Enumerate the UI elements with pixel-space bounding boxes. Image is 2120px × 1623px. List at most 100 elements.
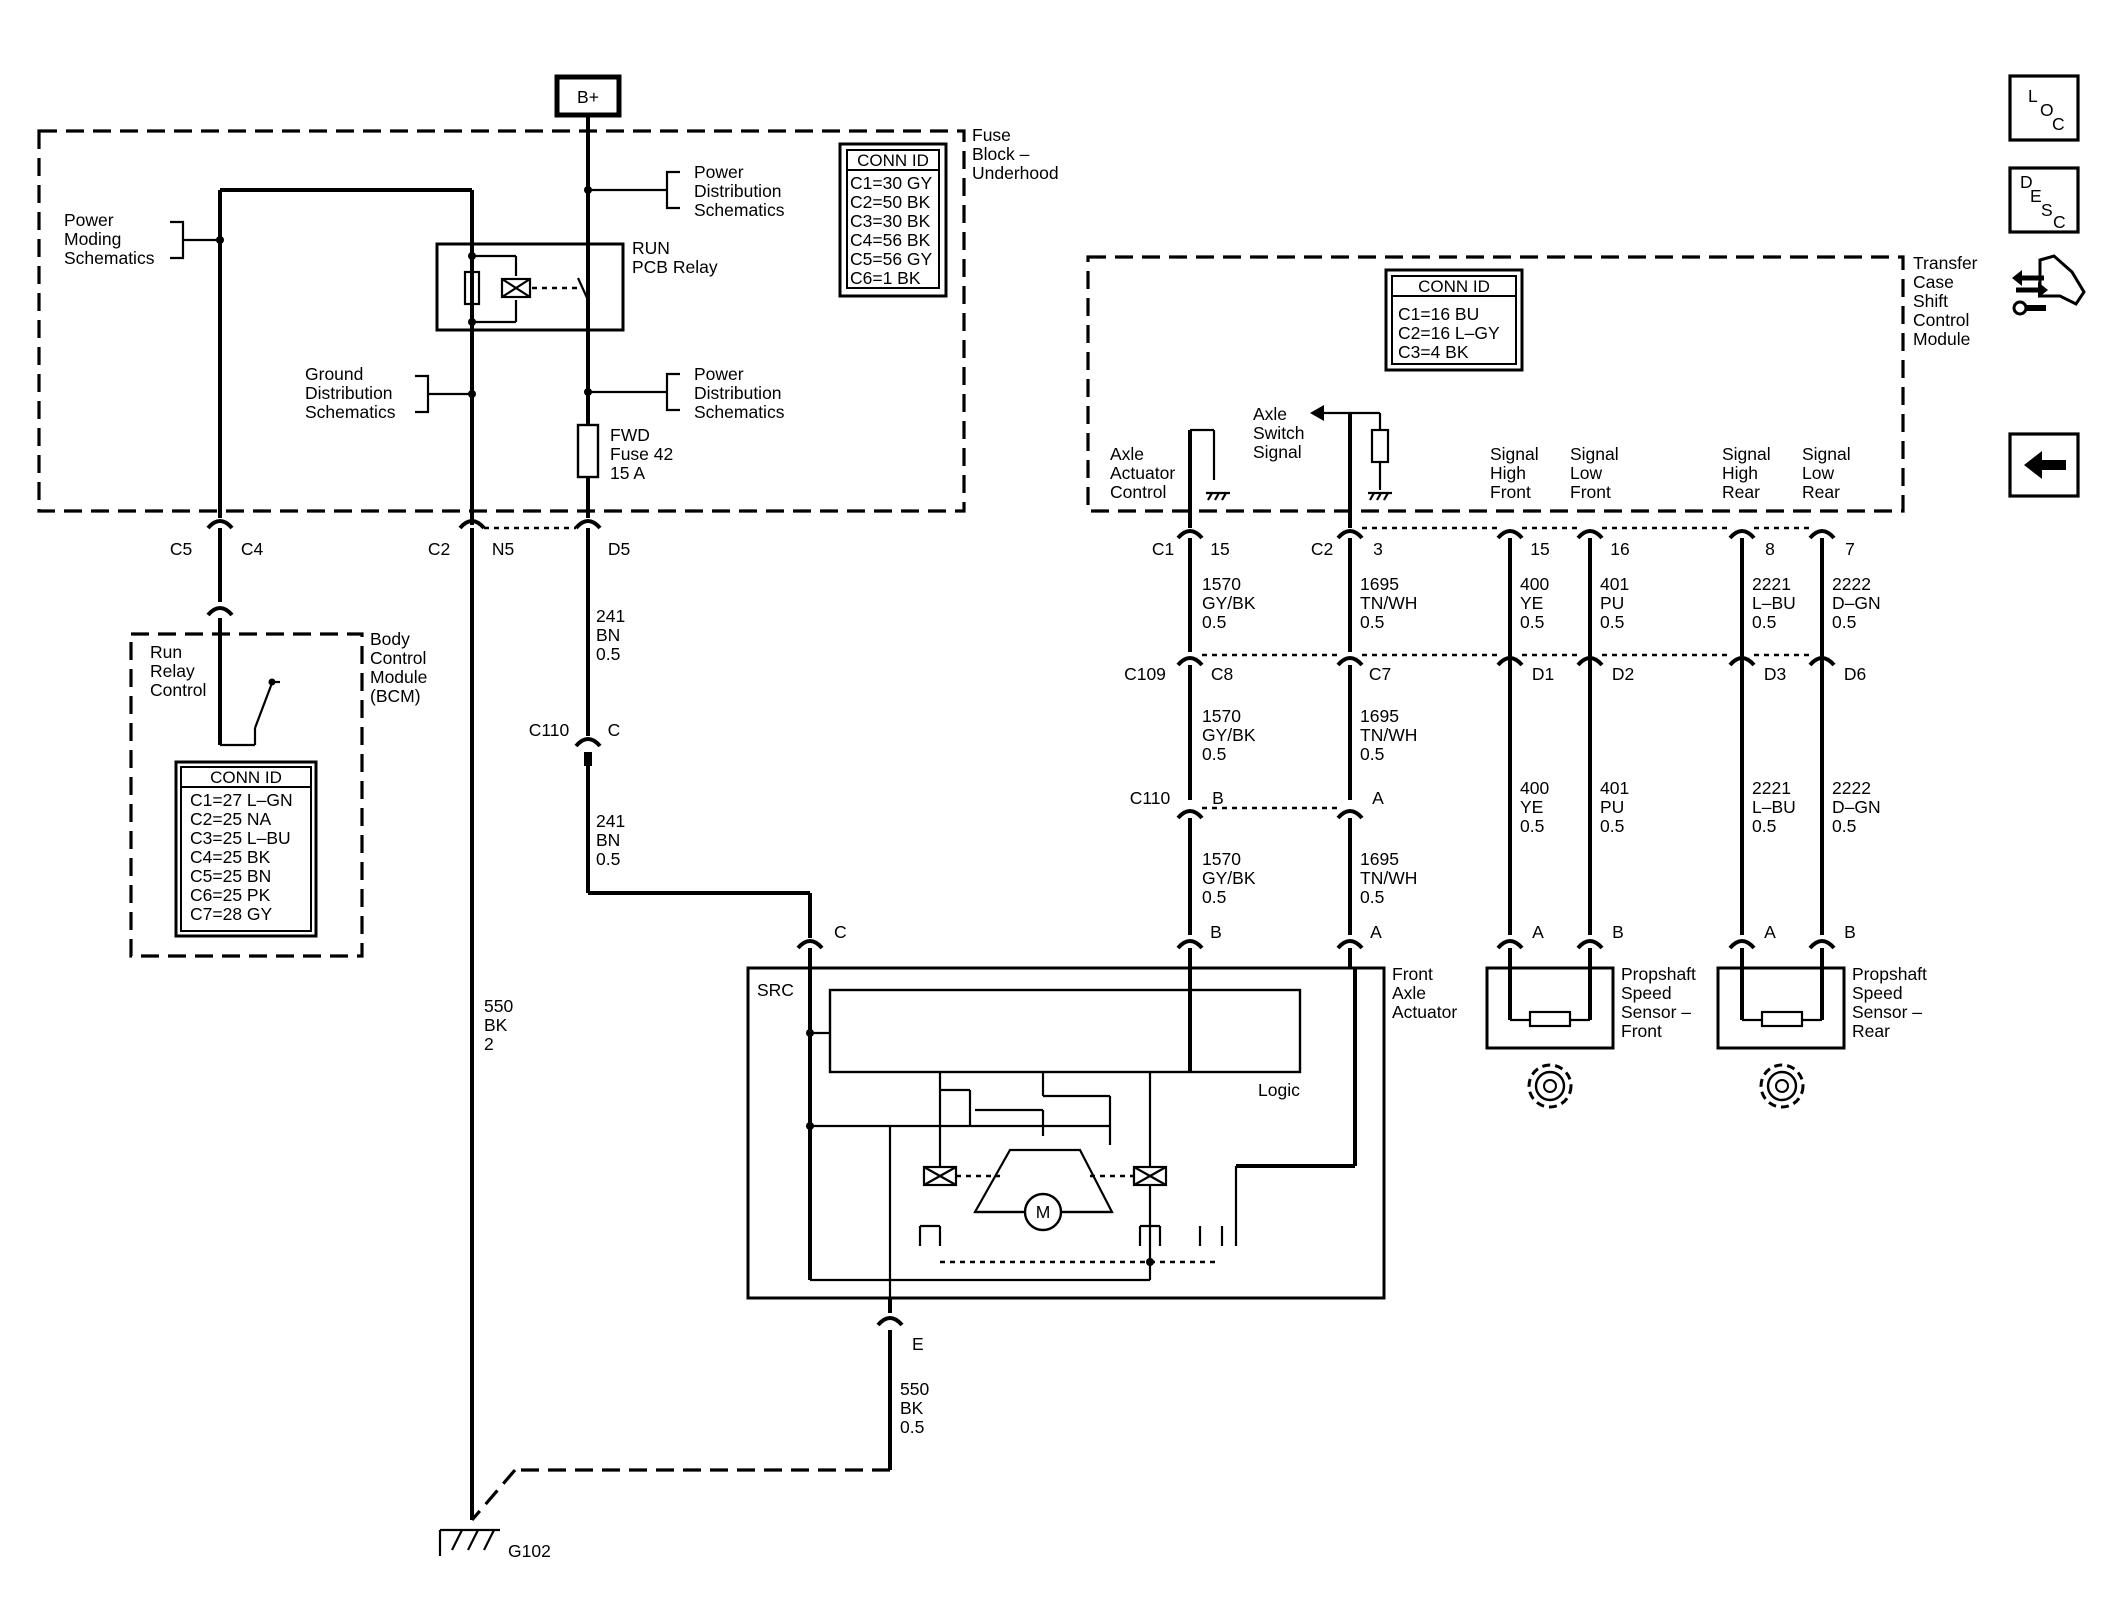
svg-text:7: 7 bbox=[1845, 539, 1855, 559]
svg-text:C2=25 NA: C2=25 NA bbox=[190, 809, 272, 829]
svg-text:B: B bbox=[1844, 922, 1856, 942]
wire-401-label-2: 401 PU 0.5 bbox=[1600, 778, 1629, 836]
svg-text:Control: Control bbox=[150, 680, 206, 700]
battery-box bbox=[554, 74, 622, 118]
svg-text:C1=27 L–GN: C1=27 L–GN bbox=[190, 790, 293, 810]
svg-text:Front: Front bbox=[1392, 964, 1433, 984]
loc-button[interactable]: L O C bbox=[2008, 74, 2080, 142]
tccm-box bbox=[1086, 255, 1905, 513]
svg-text:Distribution: Distribution bbox=[305, 383, 393, 403]
svg-text:Block –: Block – bbox=[972, 144, 1030, 164]
svg-text:15: 15 bbox=[1210, 539, 1229, 559]
svg-text:2221: 2221 bbox=[1752, 574, 1791, 594]
tccm-ground-icon-2 bbox=[1368, 491, 1392, 501]
sensor-front-label: Propshaft Speed Sensor – Front bbox=[1621, 964, 1696, 1041]
svg-text:Propshaft: Propshaft bbox=[1621, 964, 1696, 984]
svg-text:0.5: 0.5 bbox=[1832, 816, 1856, 836]
svg-text:TN/WH: TN/WH bbox=[1360, 593, 1417, 613]
wire-401-label-1: 401 PU 0.5 bbox=[1600, 574, 1629, 632]
motor-label: M bbox=[1036, 1202, 1051, 1222]
svg-text:C6=1 BK: C6=1 BK bbox=[850, 268, 921, 288]
signal-high-front-label: Signal High Front bbox=[1490, 444, 1539, 502]
ground-icon bbox=[438, 1528, 500, 1556]
wire-1695-label-1: 1695 TN/WH 0.5 bbox=[1360, 574, 1417, 632]
bcm-box bbox=[129, 632, 364, 958]
svg-text:Underhood: Underhood bbox=[972, 163, 1059, 183]
svg-text:Front: Front bbox=[1490, 482, 1531, 502]
tccm-ground-icon-1 bbox=[1206, 491, 1230, 501]
wire-400-label-1: 400 YE 0.5 bbox=[1520, 574, 1549, 632]
svg-text:1695: 1695 bbox=[1360, 574, 1399, 594]
signal-low-rear-label: Signal Low Rear bbox=[1802, 444, 1851, 502]
wire-1695-label-3: 1695 TN/WH 0.5 bbox=[1360, 849, 1417, 907]
svg-text:0.5: 0.5 bbox=[1600, 612, 1624, 632]
svg-text:401: 401 bbox=[1600, 778, 1629, 798]
svg-text:Low: Low bbox=[1802, 463, 1834, 483]
svg-text:L–BU: L–BU bbox=[1752, 797, 1796, 817]
svg-text:E: E bbox=[912, 1334, 924, 1354]
svg-text:Actuator: Actuator bbox=[1392, 1002, 1457, 1022]
svg-text:0.5: 0.5 bbox=[1520, 612, 1544, 632]
svg-text:PU: PU bbox=[1600, 593, 1624, 613]
svg-text:S: S bbox=[2041, 200, 2053, 220]
gear-icon bbox=[1527, 1063, 1573, 1109]
svg-text:3: 3 bbox=[1373, 539, 1383, 559]
svg-text:Schematics: Schematics bbox=[64, 248, 155, 268]
wire-550-label-top: 550 BK 2 bbox=[484, 996, 513, 1054]
svg-text:B: B bbox=[1210, 922, 1222, 942]
desc-button[interactable]: D E S C bbox=[2008, 166, 2080, 234]
svg-text:0.5: 0.5 bbox=[900, 1417, 924, 1437]
svg-text:C2: C2 bbox=[1311, 539, 1333, 559]
power-moding-ref[interactable]: Power Moding Schematics bbox=[64, 210, 155, 268]
svg-text:1695: 1695 bbox=[1360, 706, 1399, 726]
svg-text:0.5: 0.5 bbox=[596, 644, 620, 664]
power-distribution-ref-2[interactable]: Power Distribution Schematics bbox=[694, 364, 785, 422]
svg-text:BN: BN bbox=[596, 625, 620, 645]
svg-text:Schematics: Schematics bbox=[694, 200, 785, 220]
propshaft-sensor-front bbox=[1485, 966, 1615, 1050]
run-pcb-relay bbox=[435, 242, 625, 332]
svg-text:2222: 2222 bbox=[1832, 574, 1871, 594]
c109-connector-row bbox=[1176, 653, 1836, 667]
svg-text:FWD: FWD bbox=[610, 425, 650, 445]
svg-text:YE: YE bbox=[1520, 593, 1543, 613]
svg-text:Sensor –: Sensor – bbox=[1621, 1002, 1691, 1022]
wire-1570-label-1: 1570 GY/BK 0.5 bbox=[1202, 574, 1256, 632]
svg-text:C6=25 PK: C6=25 PK bbox=[190, 885, 271, 905]
gear-icon bbox=[1759, 1063, 1805, 1109]
svg-text:PCB Relay: PCB Relay bbox=[632, 257, 718, 277]
svg-text:Control: Control bbox=[1110, 482, 1166, 502]
svg-text:A: A bbox=[1370, 922, 1382, 942]
svg-text:B: B bbox=[1612, 922, 1624, 942]
svg-text:15: 15 bbox=[1530, 539, 1549, 559]
svg-text:2222: 2222 bbox=[1832, 778, 1871, 798]
svg-text:C4=25 BK: C4=25 BK bbox=[190, 847, 271, 867]
svg-text:Front: Front bbox=[1570, 482, 1611, 502]
svg-text:Module: Module bbox=[1913, 329, 1970, 349]
svg-text:1570: 1570 bbox=[1202, 706, 1241, 726]
svg-text:550: 550 bbox=[900, 1379, 929, 1399]
svg-text:C8: C8 bbox=[1211, 664, 1233, 684]
svg-text:C: C bbox=[608, 720, 621, 740]
power-distribution-ref-1[interactable]: Power Distribution Schematics bbox=[694, 162, 785, 220]
svg-text:Moding: Moding bbox=[64, 229, 121, 249]
wire-550-label-bot: 550 BK 0.5 bbox=[900, 1379, 929, 1437]
svg-text:Transfer: Transfer bbox=[1913, 253, 1978, 273]
front-axle-actuator-label: Front Axle Actuator bbox=[1392, 964, 1457, 1022]
connector-tool-icon[interactable] bbox=[2012, 254, 2086, 316]
svg-text:C110: C110 bbox=[1130, 788, 1171, 808]
svg-text:Signal: Signal bbox=[1722, 444, 1771, 464]
svg-text:Module: Module bbox=[370, 667, 427, 687]
svg-text:CONN ID: CONN ID bbox=[1418, 277, 1490, 296]
svg-text:0.5: 0.5 bbox=[1202, 612, 1226, 632]
back-button[interactable] bbox=[2008, 432, 2080, 498]
wire-400-label-2: 400 YE 0.5 bbox=[1520, 778, 1549, 836]
desc-icon: D bbox=[2020, 172, 2033, 192]
svg-text:C5=56 GY: C5=56 GY bbox=[850, 249, 933, 269]
svg-text:Ground: Ground bbox=[305, 364, 363, 384]
wire-2221-label-2: 2221 L–BU 0.5 bbox=[1752, 778, 1796, 836]
svg-text:D3: D3 bbox=[1764, 664, 1786, 684]
wire-2221-label-1: 2221 L–BU 0.5 bbox=[1752, 574, 1796, 632]
ground-distribution-ref[interactable]: Ground Distribution Schematics bbox=[305, 364, 396, 422]
svg-text:Rear: Rear bbox=[1852, 1021, 1890, 1041]
